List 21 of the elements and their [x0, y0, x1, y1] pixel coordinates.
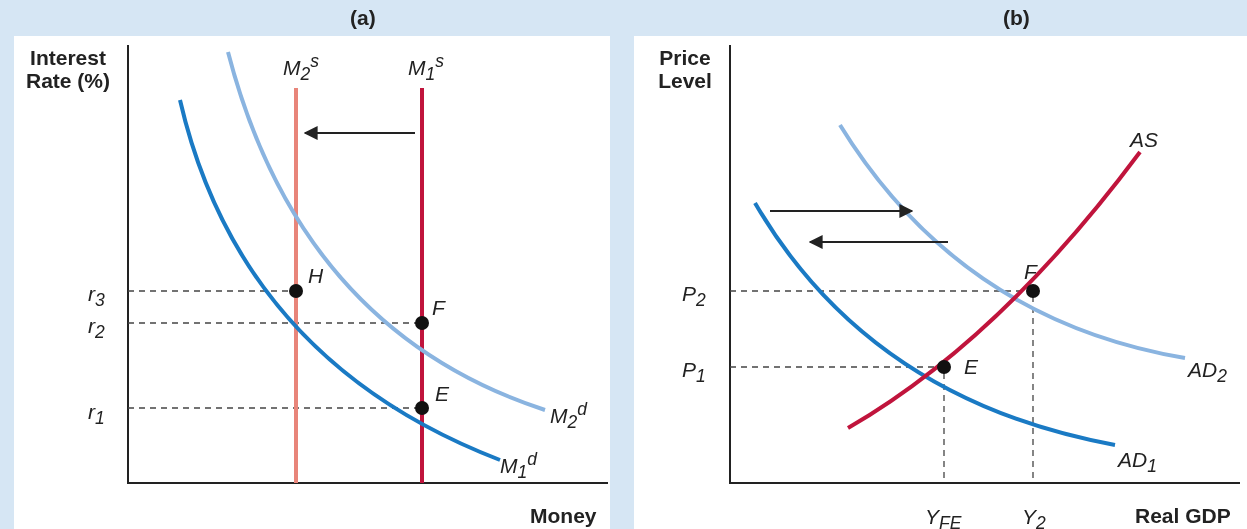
- panel-label: (b): [1003, 6, 1030, 30]
- curve-label: AD$_{1}$: [1118, 448, 1157, 477]
- point-label: F: [1024, 260, 1037, 284]
- axis-title: Money: [530, 504, 597, 528]
- axis-value: P$_{2}$: [682, 282, 706, 311]
- panel-label: (a): [350, 6, 376, 30]
- axis-value: Y$_{FE}$: [925, 505, 962, 529]
- axis-value: Y$_{2}$: [1022, 505, 1046, 529]
- point-label: E: [435, 382, 449, 406]
- curve-label: AS: [1130, 128, 1158, 152]
- point-label: F: [432, 296, 445, 320]
- point-label: H: [308, 264, 324, 288]
- axis-title: Real GDP: [1135, 504, 1231, 528]
- axis-value: P$_{1}$: [682, 358, 706, 387]
- curve-label: AD$_{2}$: [1188, 358, 1227, 387]
- axis-title: Price Level: [657, 46, 713, 93]
- axis-value: r$_{1}$: [88, 400, 105, 429]
- axis-value: r$_{3}$: [88, 282, 105, 311]
- axis-title: Interest Rate (%): [25, 46, 111, 93]
- point-label: E: [964, 355, 978, 379]
- axis-value: r$_{2}$: [88, 314, 105, 343]
